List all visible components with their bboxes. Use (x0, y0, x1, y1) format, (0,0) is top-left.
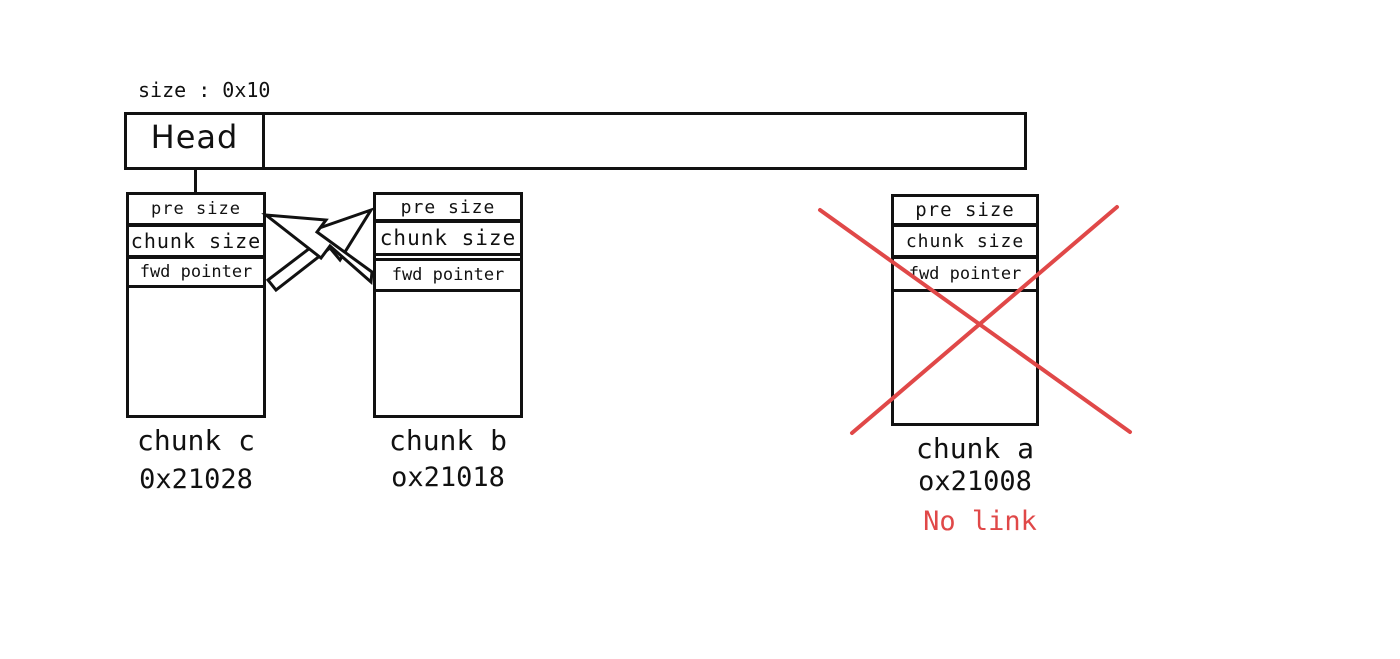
chunk-c-fwd-pointer: fwd pointer (126, 256, 266, 288)
head-bar (124, 112, 1027, 170)
size-label: size : 0x10 (138, 78, 271, 102)
chunk-c-pre-size: pre size (126, 192, 266, 226)
chunk-b-address: ox21018 (391, 462, 505, 493)
chunk-a-chunk-size: chunk size (891, 224, 1039, 258)
chunk-b-pre-size: pre size (373, 192, 523, 222)
fwd-arrow-c-to-b (265, 207, 375, 293)
chunk-a-address: ox21008 (918, 466, 1032, 497)
chunk-c-name: chunk c (136, 424, 255, 457)
head-label: Head (150, 118, 239, 156)
chunk-a-fwd-pointer: fwd pointer (891, 256, 1039, 292)
chunk-a-name: chunk a (915, 432, 1034, 465)
chunk-b-name: chunk b (388, 424, 507, 457)
no-link-status: No link (923, 506, 1037, 537)
chunk-b-chunk-size: chunk size (373, 220, 523, 256)
chunk-c-chunk-size: chunk size (126, 224, 266, 258)
chunk-c-address: 0x21028 (139, 464, 253, 495)
chunk-a-pre-size: pre size (891, 194, 1039, 226)
head-connector (194, 170, 197, 194)
chunk-b-fwd-pointer: fwd pointer (373, 258, 523, 292)
fwd-arrow-b-to-c (261, 213, 374, 286)
head-divider (262, 112, 265, 170)
